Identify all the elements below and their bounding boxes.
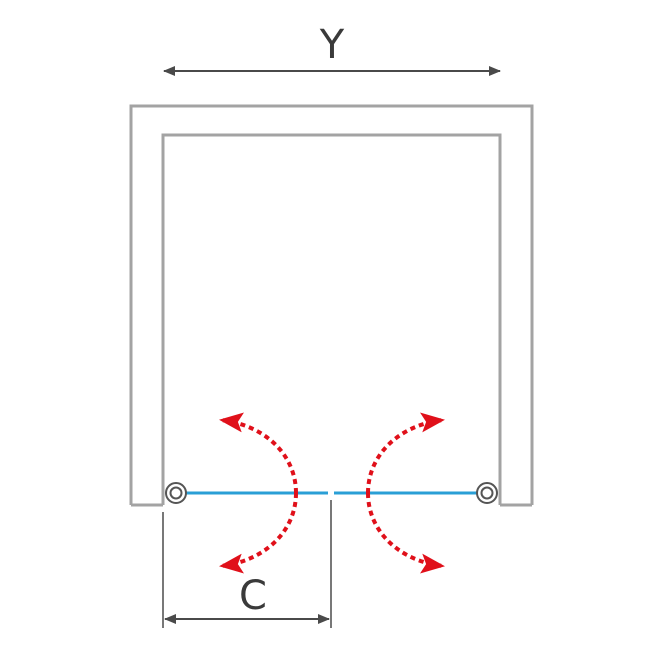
wall-inner	[161, 133, 502, 505]
wall-outer	[129, 104, 534, 505]
width-label: Y	[319, 22, 345, 68]
door-width-label: C	[239, 573, 267, 619]
swing-arrow-icon	[366, 492, 445, 574]
hinge-icon	[476, 482, 498, 504]
swing-arrow-icon	[366, 412, 445, 494]
swing-arrow-icon	[219, 492, 298, 574]
swing-arrow-icon	[219, 412, 298, 494]
hinge-icon	[165, 482, 187, 504]
